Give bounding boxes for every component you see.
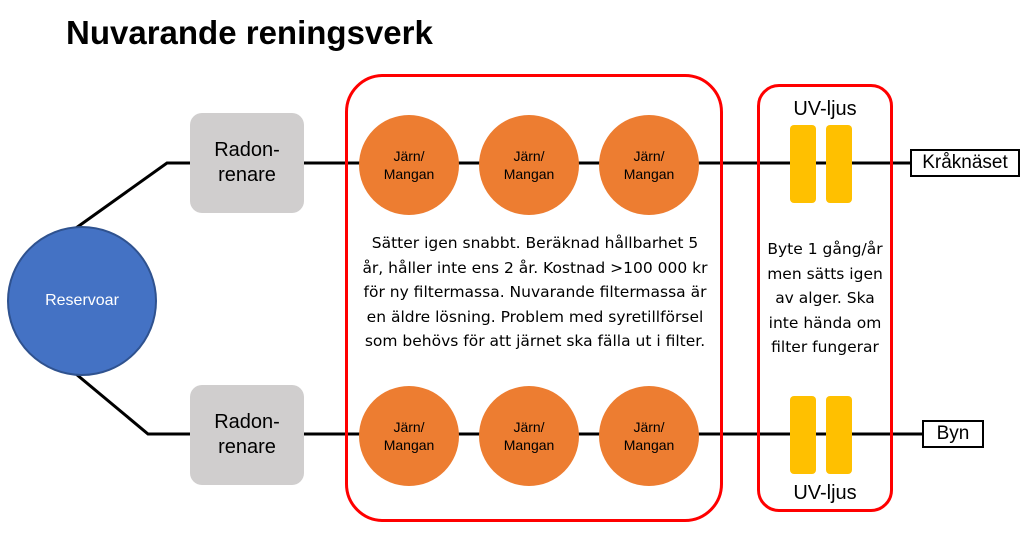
radon-filter-top: Radon- renare [190,113,304,213]
pipe-top-branch [75,161,190,230]
iron-manganese-filter: Järn/ Mangan [359,115,459,215]
uv-label-top: UV-ljus [793,98,857,120]
uv-label-bottom: UV-ljus [793,482,857,504]
reservoir: Reservoar [7,226,157,376]
filter-label: Järn/ Mangan [623,419,675,453]
iron-manganese-filter: Järn/ Mangan [479,386,579,486]
radon-filter-label: Radon- renare [214,411,280,458]
radon-filter-bottom: Radon- renare [190,385,304,485]
uv-group [757,84,893,512]
iron-manganese-filter: Järn/ Mangan [479,115,579,215]
uv-note: Byte 1 gång/år men sätts igen av alger. … [767,240,883,356]
filter-note: Sätter igen snabbt. Beräknad hållbarhet … [362,234,708,350]
destination-label: Kråknäset [922,152,1008,173]
uv-lamp [826,125,852,203]
diagram-title: Nuvarande reningsverk [66,14,433,51]
filter-label: Järn/ Mangan [503,148,555,182]
destination-top: Kråknäset [910,149,1020,177]
uv-lamp [826,396,852,474]
iron-manganese-filter: Järn/ Mangan [599,386,699,486]
iron-manganese-filter: Järn/ Mangan [359,386,459,486]
uv-lamp [790,125,816,203]
iron-manganese-filter: Järn/ Mangan [599,115,699,215]
pipe-bottom-branch [75,372,190,436]
filter-label: Järn/ Mangan [383,419,435,453]
destination-label: Byn [936,423,970,444]
radon-filter-label: Radon- renare [214,139,280,186]
iron-manganese-filter-group [345,74,723,522]
uv-lamp [790,396,816,474]
filter-label: Järn/ Mangan [503,419,555,453]
filter-label: Järn/ Mangan [623,148,675,182]
destination-bottom: Byn [922,420,984,448]
reservoir-label: Reservoar [45,292,119,309]
filter-label: Järn/ Mangan [383,148,435,182]
